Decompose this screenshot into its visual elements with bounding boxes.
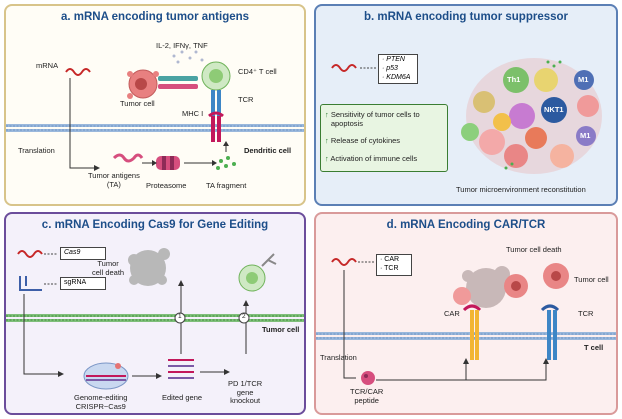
panel-b-title: b. mRNA encoding tumor suppressor <box>363 11 569 23</box>
arrow-mrna-down <box>69 78 94 169</box>
mhc-i-icon <box>208 111 224 142</box>
gene-tcr: · TCR <box>380 264 399 272</box>
edited-gene-label: Edited gene <box>162 393 203 402</box>
crispr-cas9-icon <box>83 362 129 390</box>
edited-gene-icon <box>168 359 194 379</box>
peptide-icon <box>361 371 375 385</box>
gene-car: · CAR <box>380 256 400 263</box>
arrow-up-icon: ↑ <box>325 110 329 119</box>
tumor-cell-icon <box>453 263 569 305</box>
mrna-strand-icon <box>331 258 357 266</box>
step-2: 2 <box>242 313 246 320</box>
peptide-label: TCR/CAR peptide <box>350 387 384 405</box>
th1-label: Th1 <box>507 75 521 84</box>
panel-c: c. mRNA Encoding Cas9 for Gene Editing <box>4 212 306 415</box>
cd4-t-cell-icon <box>201 61 231 91</box>
car-tcr-gene-box: · CAR · TCR <box>376 254 412 276</box>
tcr-receptor-icon <box>540 304 560 360</box>
tumor-cell-icon <box>127 69 159 99</box>
panel-c-graphics <box>6 248 304 390</box>
tumor-cell-label: Tumor cell <box>262 325 300 334</box>
translation-label: Translation <box>320 353 357 362</box>
knockout-label: PD 1/TCR gene knockout <box>228 379 263 406</box>
car-label: CAR <box>444 309 460 318</box>
panel-b-graphics <box>331 58 602 174</box>
effect-immune: Activation of immune cells <box>330 154 418 163</box>
dead-tumor-cell-icon <box>462 266 510 308</box>
mrna-strand-icon <box>331 64 357 72</box>
cytokine-label: IL-2, IFNγ, TNF <box>156 41 208 50</box>
cas9-label: Cas9 <box>64 249 81 256</box>
gene-p53: · p53 <box>382 64 398 72</box>
t-cell-label: T cell <box>584 343 604 352</box>
panel-a-title: a. mRNA encoding tumor antigens <box>60 11 250 23</box>
effect-cytokines: Release of cytokines <box>330 136 401 145</box>
tcr-receptor-icon <box>211 90 221 116</box>
panel-b: b. mRNA encoding tumor suppressor <box>314 4 618 206</box>
panel-a: a. mRNA encoding tumor antigens <box>4 4 306 206</box>
dendritic-cell-label: Dendritic cell <box>244 146 292 155</box>
arrow-up-icon: ↑ <box>325 136 329 145</box>
tumor-cell-label: Tumor cell <box>120 99 155 108</box>
m1-label-top: M1 <box>578 75 589 84</box>
step-1: 1 <box>178 313 182 320</box>
tumor-antigens-label: Tumor antigens (TA) <box>88 171 140 189</box>
tumor-death-label: Tumor cell death <box>92 259 125 277</box>
tme-caption: Tumor microenvironment reconstitution <box>456 185 586 194</box>
effect-apoptosis: Sensitivity of tumor cells to apoptosis <box>330 110 420 128</box>
mhc-label: MHC I <box>182 109 204 118</box>
m1-label-bottom: M1 <box>580 131 591 140</box>
cas9-box: Cas9 <box>60 247 106 260</box>
sgrna-label: sgRNA <box>64 279 87 286</box>
proteasome-icon <box>156 156 180 170</box>
immune-dots <box>504 60 562 170</box>
tumor-antigen-icon <box>112 153 144 163</box>
dendritic-membrane <box>6 124 304 132</box>
crispr-label: Genome-editing CRISPR−Cas9 <box>74 393 128 411</box>
sgrna-box: sgRNA <box>60 277 106 290</box>
panel-d-title: d. mRNA Encoding CAR/TCR <box>386 219 546 231</box>
ta-fragment-icon <box>216 156 236 170</box>
tcr-label: TCR <box>578 309 594 318</box>
tumor-cell-label: Tumor cell <box>574 275 609 284</box>
panel-a-graphics <box>6 50 304 171</box>
effects-box: ↑ Sensitivity of tumor cells to apoptosi… <box>320 104 448 172</box>
proteasome-label: Proteasome <box>146 181 187 190</box>
sgrna-icon <box>19 276 42 291</box>
panel-d-graphics <box>316 258 616 385</box>
cd4-label: CD4⁺ T cell <box>238 67 277 76</box>
ta-fragment-label: TA fragment <box>206 181 247 190</box>
translation-label: Translation <box>18 146 55 155</box>
gene-pten: · PTEN <box>382 56 405 63</box>
mrna-strand-icon <box>17 250 43 258</box>
arrow-up-icon: ↑ <box>325 154 329 163</box>
t-cell-icon <box>238 253 277 292</box>
nkt1-label: NKT1 <box>544 105 564 114</box>
tumor-suppressor-gene-box: · PTEN · p53 · KDM6A <box>378 54 418 85</box>
dead-tumor-cell-icon <box>128 248 170 286</box>
tumor-microenvironment-icon <box>461 58 602 174</box>
t-cell-membrane <box>316 332 616 340</box>
cytokine-dots <box>172 50 204 64</box>
mrna-strand-icon <box>65 68 91 76</box>
panel-d: d. mRNA Encoding CAR/TCR <box>314 212 618 415</box>
car-receptor-icon <box>462 304 482 360</box>
panel-c-title: c. mRNA Encoding Cas9 for Gene Editing <box>41 219 269 231</box>
mrna-label: mRNA <box>36 61 59 70</box>
tumor-cell-membrane <box>6 314 304 322</box>
tcr-label: TCR <box>238 95 254 104</box>
gene-kdm6a: · KDM6A <box>382 73 411 81</box>
tumor-death-label: Tumor cell death <box>506 245 562 254</box>
